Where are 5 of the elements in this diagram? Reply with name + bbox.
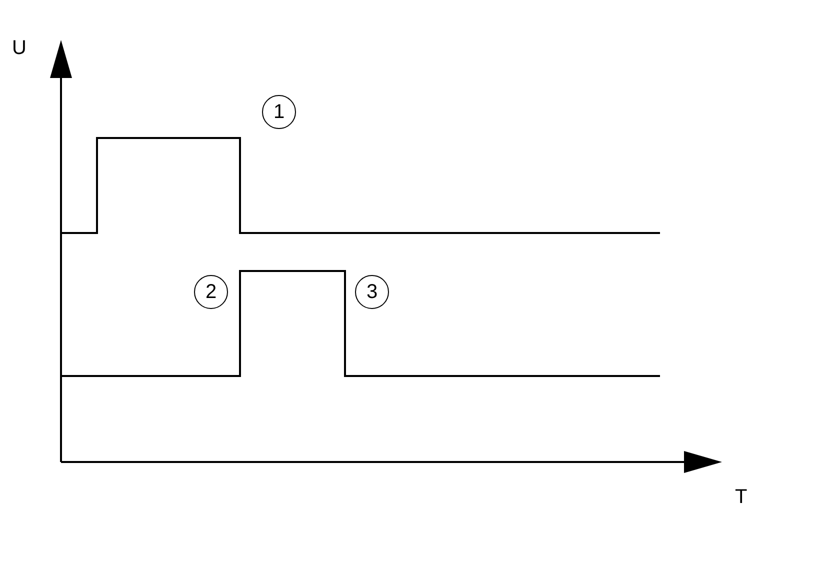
callout-number: 3 <box>355 275 389 309</box>
callout-number: 2 <box>194 275 228 309</box>
axis-label: T <box>735 487 748 507</box>
callout-number: 1 <box>262 95 296 129</box>
axis-label: U <box>12 38 26 58</box>
